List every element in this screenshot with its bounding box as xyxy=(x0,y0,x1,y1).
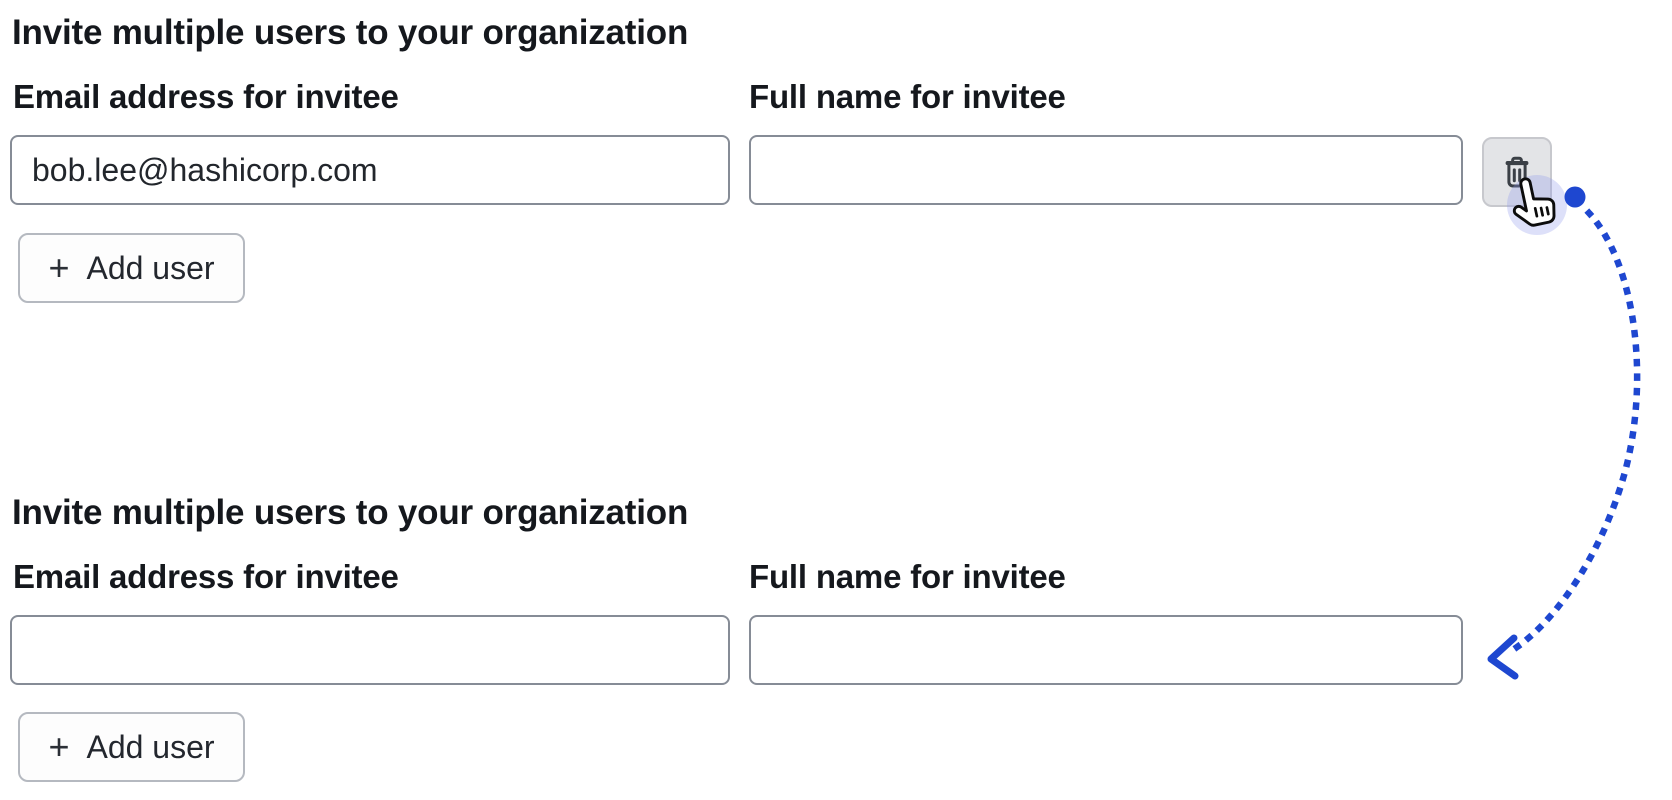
arrow-head xyxy=(1487,634,1519,680)
email-label: Email address for invitee xyxy=(13,78,399,115)
arrow-start-dot xyxy=(1564,186,1586,208)
email-label: Email address for invitee xyxy=(13,558,399,595)
add-user-button[interactable]: + Add user xyxy=(18,712,245,782)
full-name-input[interactable] xyxy=(749,615,1463,685)
hand-pointer-cursor-icon xyxy=(1502,170,1565,238)
full-name-label: Full name for invitee xyxy=(749,78,1066,115)
add-user-label: Add user xyxy=(86,728,215,765)
full-name-label: Full name for invitee xyxy=(749,558,1066,595)
section-heading: Invite multiple users to your organizati… xyxy=(12,493,689,532)
email-input[interactable] xyxy=(10,615,730,685)
full-name-input[interactable] xyxy=(749,135,1463,205)
delete-row-button[interactable] xyxy=(1482,137,1552,207)
plus-icon: + xyxy=(48,726,70,767)
add-user-button[interactable]: + Add user xyxy=(18,233,245,303)
plus-icon: + xyxy=(48,247,70,288)
section-heading: Invite multiple users to your organizati… xyxy=(12,13,689,52)
email-input[interactable] xyxy=(10,135,730,205)
dotted-arrow-path xyxy=(1503,208,1641,658)
add-user-label: Add user xyxy=(86,249,215,286)
